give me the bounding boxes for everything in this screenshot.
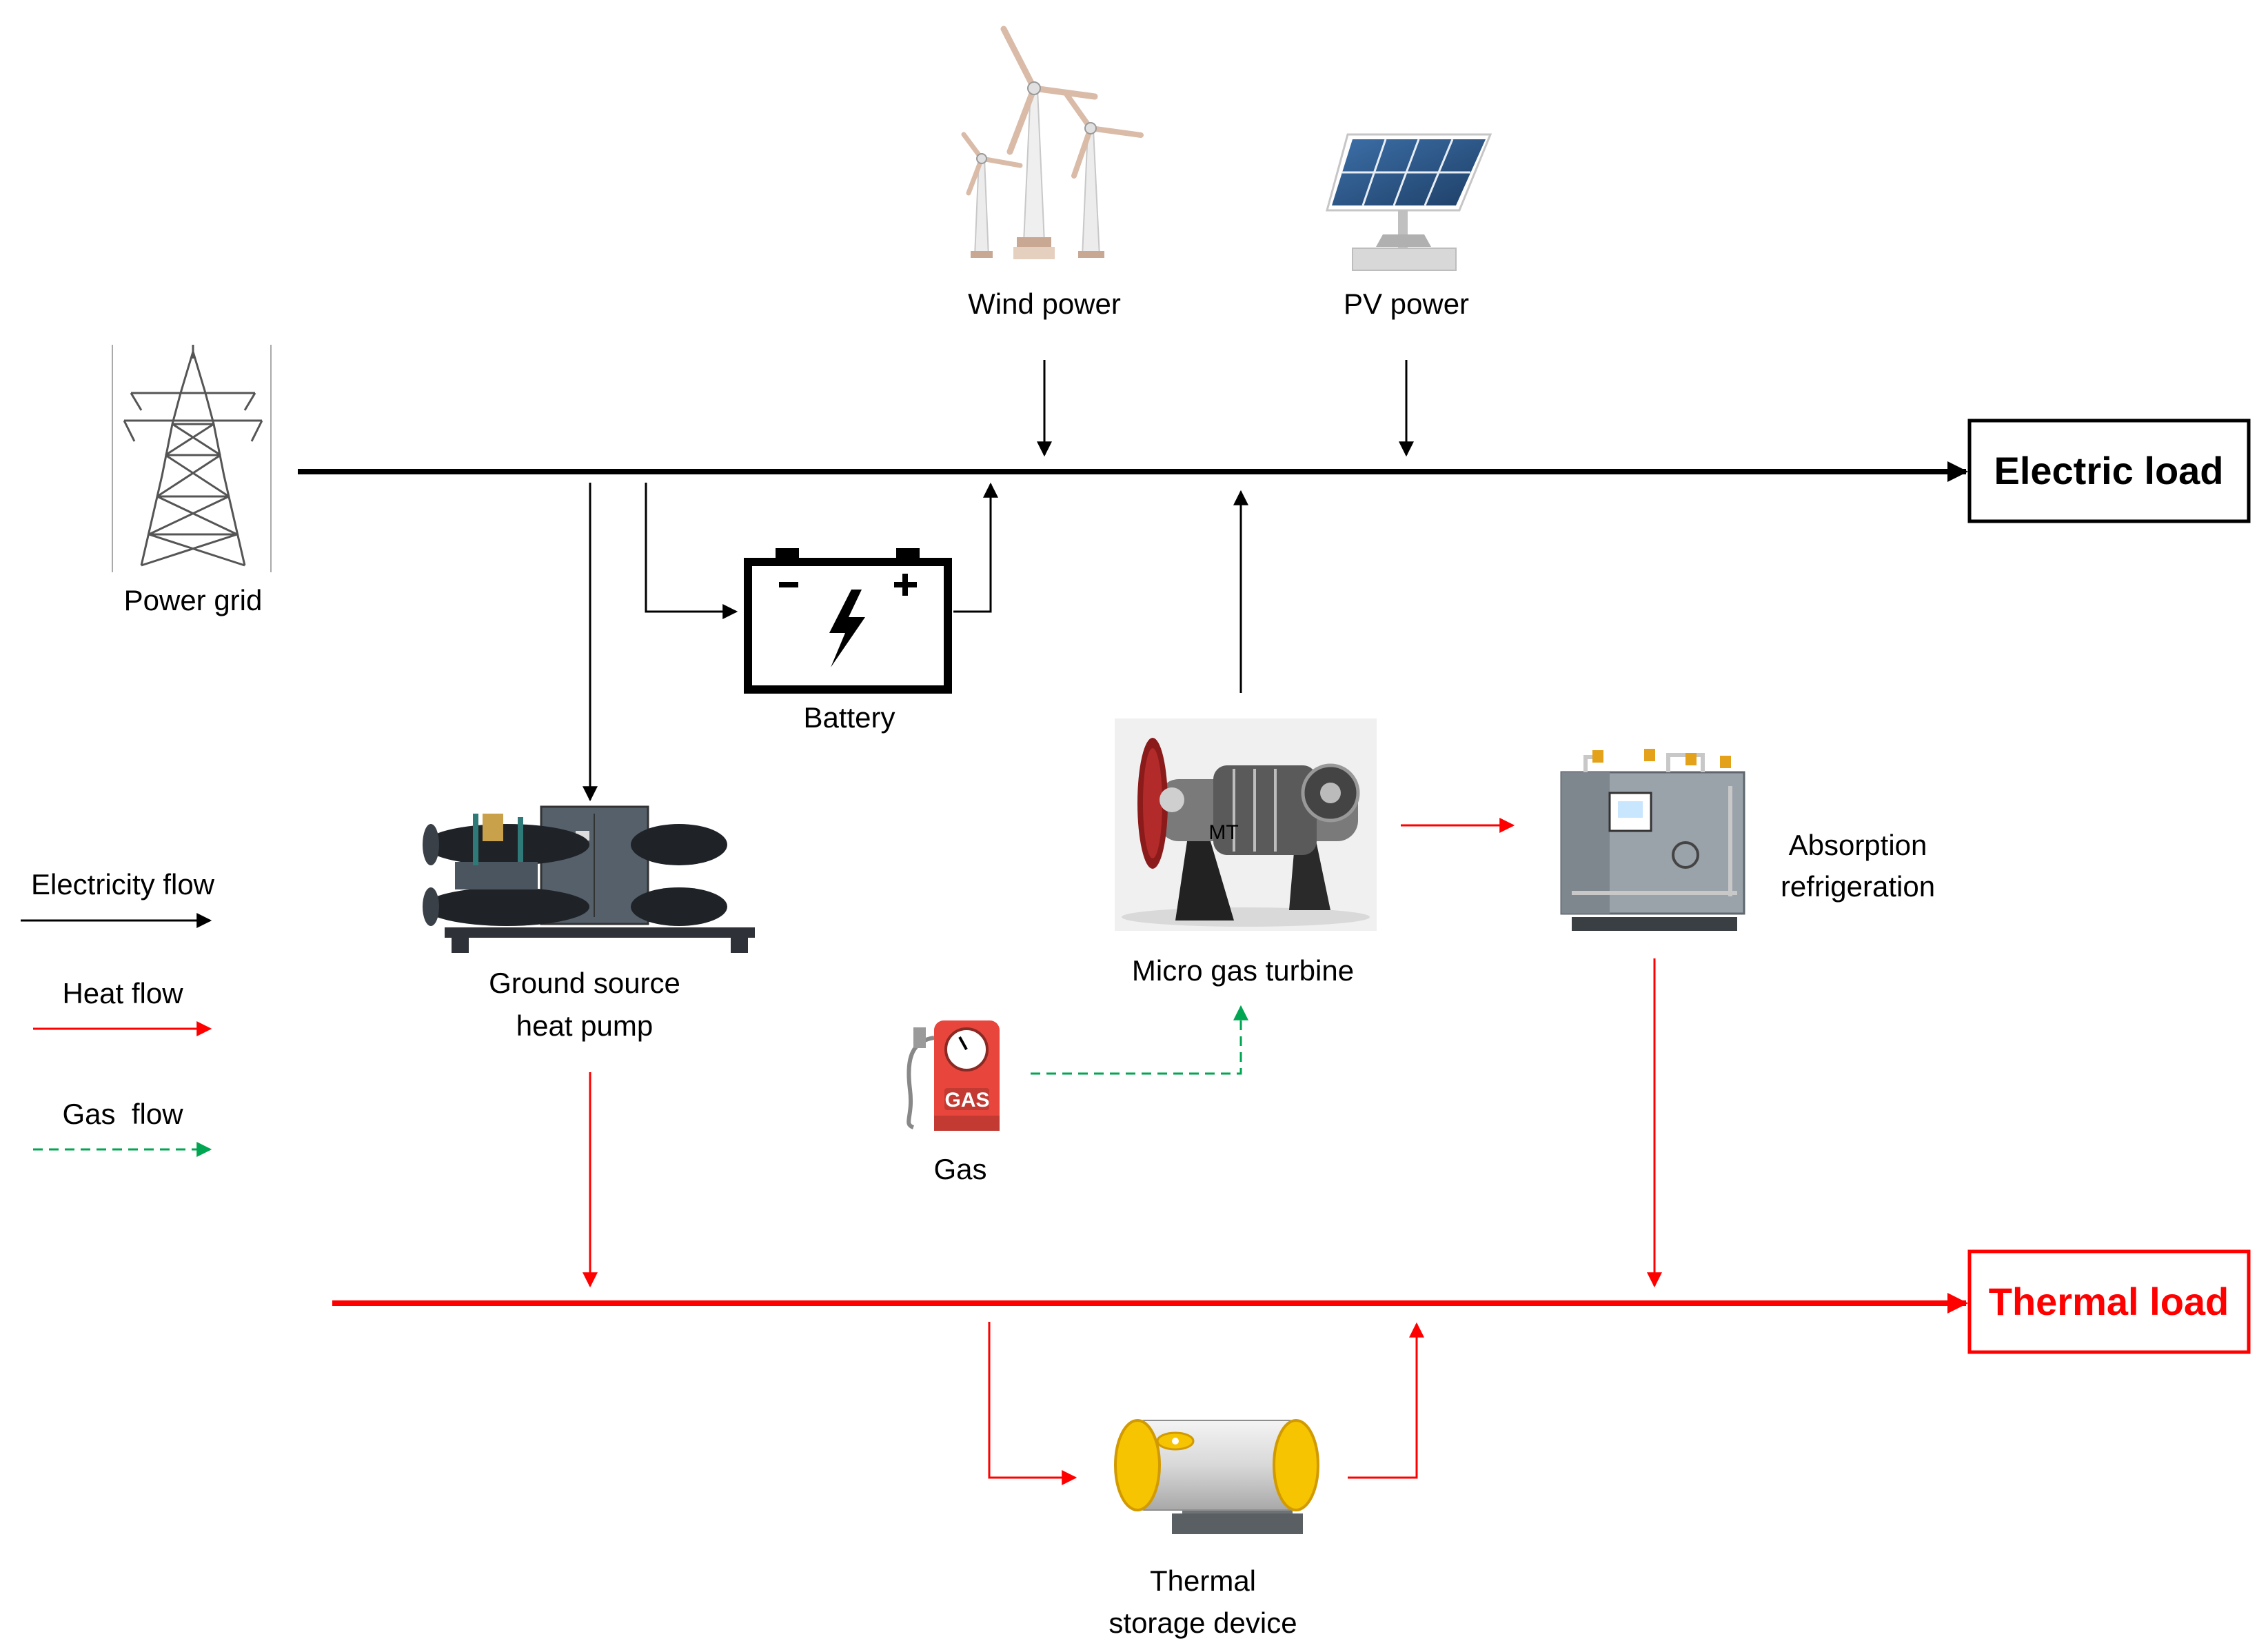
- legend-heat-label: Heat flow: [62, 977, 183, 1009]
- thermal-load-box: Thermal load: [1967, 1249, 2251, 1354]
- wind-power-label: Wind power: [968, 288, 1121, 320]
- legend: Electricity flow Heat flow Gas flow: [21, 868, 215, 1157]
- gas-to-turbine-arrow: [1031, 1005, 1248, 1075]
- gas-pump-icon: GAS: [907, 1020, 1000, 1131]
- micro-gas-turbine-icon: MT: [1115, 718, 1377, 931]
- ground-source-heat-pump-icon: [423, 805, 755, 953]
- absorption-label-line1: Absorption: [1789, 829, 1927, 861]
- pv-power-label: PV power: [1344, 288, 1469, 320]
- absorption-chiller-icon: [1560, 749, 1745, 931]
- ground-source-label-line1: Ground source: [489, 967, 680, 999]
- power-grid-tower-icon: [112, 345, 272, 572]
- gas-label: Gas: [933, 1153, 986, 1185]
- solar-panel-icon: [1326, 133, 1492, 271]
- wind-turbine-icon: [961, 26, 1144, 259]
- thermal-storage-label-line1: Thermal: [1150, 1565, 1256, 1597]
- power-grid-label: Power grid: [124, 584, 263, 616]
- bus-to-battery-arrow: [645, 483, 738, 619]
- gas-pump-tag: GAS: [944, 1089, 989, 1111]
- thermal-load-label: Thermal load: [1989, 1280, 2229, 1323]
- electric-load-label: Electric load: [1994, 449, 2223, 492]
- legend-gas-label: Gas flow: [62, 1098, 183, 1130]
- thermal-storage-tank-icon: [1114, 1419, 1319, 1534]
- thermal-storage-label-line2: storage device: [1108, 1607, 1297, 1639]
- battery-icon: [744, 548, 952, 694]
- thermal-bus-to-storage-arrow: [988, 1322, 1077, 1485]
- electric-load-box: Electric load: [1967, 419, 2251, 523]
- battery-label: Battery: [803, 701, 895, 734]
- legend-electricity-label: Electricity flow: [31, 868, 215, 901]
- absorption-label-line2: refrigeration: [1781, 870, 1935, 903]
- ground-source-label-line2: heat pump: [516, 1009, 653, 1042]
- micro-gas-turbine-label: Micro gas turbine: [1132, 954, 1354, 987]
- battery-to-bus-arrow: [953, 482, 998, 613]
- storage-to-thermal-bus-arrow: [1348, 1322, 1424, 1479]
- mt-tag: MT: [1208, 821, 1238, 844]
